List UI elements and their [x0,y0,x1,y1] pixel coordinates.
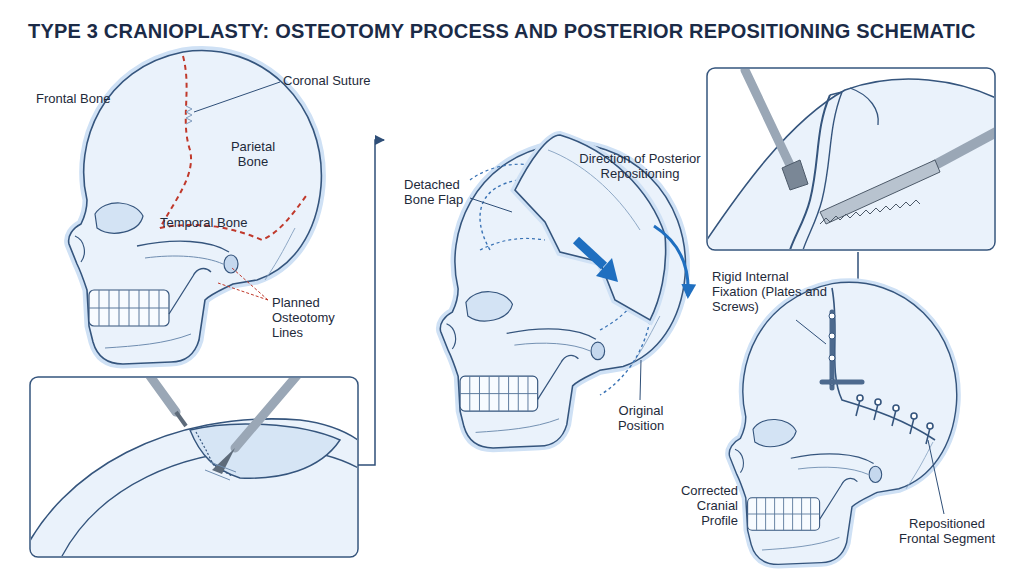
part-label: Planned Osteotomy Lines [272,296,352,341]
part-label: Frontal Bone [36,92,110,107]
part-label: Detached Bone Flap [404,178,476,208]
diagram-title: TYPE 3 CRANIOPLASTY: OSTEOTOMY PROCESS A… [28,20,976,43]
part-label: Repositioned Frontal Segment [888,517,1006,547]
part-label: Temporal Bone [160,216,247,231]
part-label: Original Position [610,404,672,434]
part-label: Parietal Bone [222,140,284,170]
part-label: Rigid Internal Fixation (Plates and Scre… [712,270,830,315]
part-label: Direction of Posterior Repositioning [560,152,720,182]
part-label: Coronal Suture [283,74,370,89]
part-label: Corrected Cranial Profile [668,484,738,529]
